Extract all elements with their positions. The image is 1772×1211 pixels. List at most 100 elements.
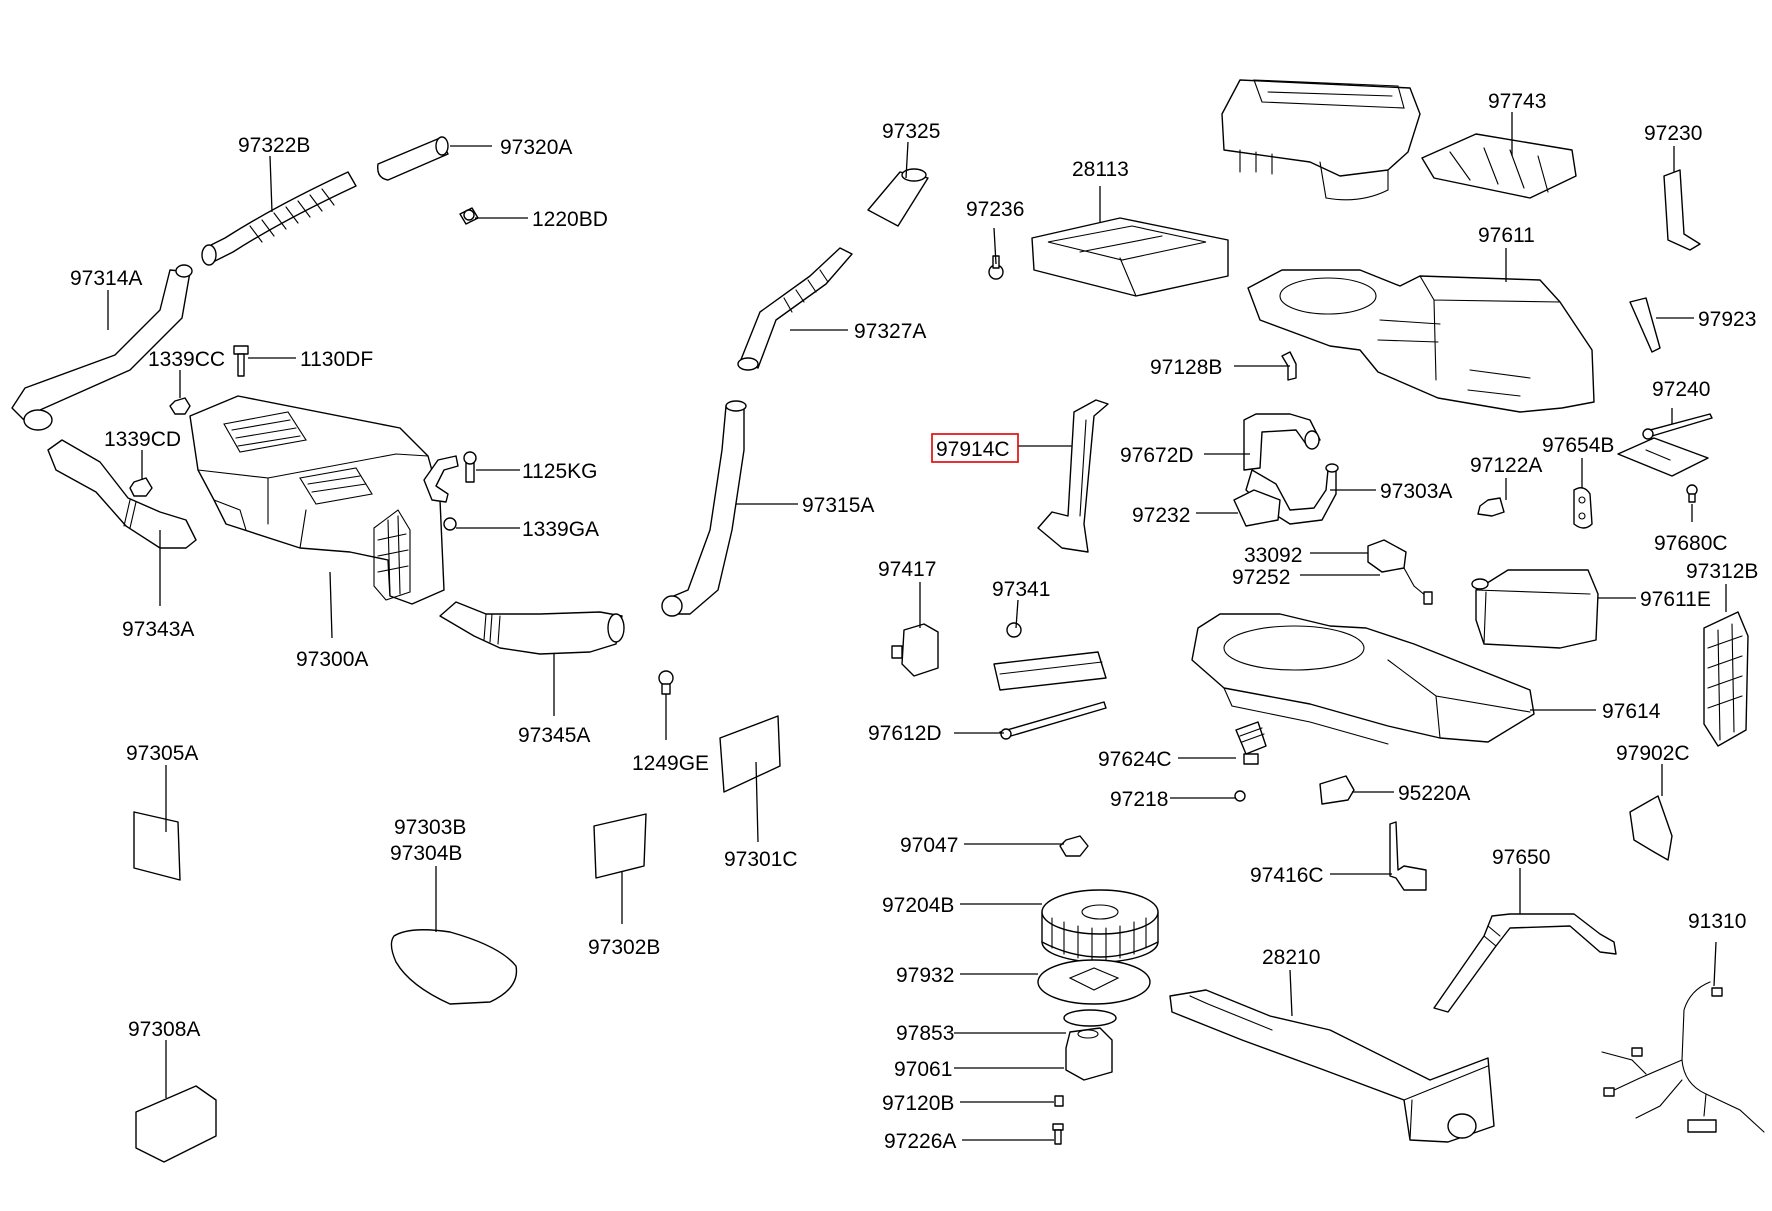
label-28113[interactable]: 28113: [1072, 158, 1129, 181]
label-97672D[interactable]: 97672D: [1120, 444, 1194, 467]
part-97302B-sheet[interactable]: [593, 813, 647, 879]
part-1220BD-clip[interactable]: [459, 207, 479, 225]
label-97327A[interactable]: 97327A: [854, 320, 926, 343]
part-97624C-resistor[interactable]: [1235, 721, 1267, 765]
label-97320A[interactable]: 97320A: [500, 136, 572, 159]
label-97047[interactable]: 97047: [900, 834, 958, 857]
part-97902C-bracket[interactable]: [1629, 795, 1673, 861]
label-95220A[interactable]: 95220A: [1398, 782, 1470, 805]
label-97654B[interactable]: 97654B: [1542, 434, 1614, 457]
part-97301C-sheet[interactable]: [719, 715, 781, 793]
part-97612D-rod[interactable]: [999, 701, 1107, 740]
label-97624C[interactable]: 97624C: [1098, 748, 1172, 771]
part-97226A-screw[interactable]: [1052, 1123, 1064, 1145]
part-97308A-block[interactable]: [135, 1085, 217, 1163]
part-97923-bracket[interactable]: [1629, 297, 1661, 353]
part-97120B-screw[interactable]: [1054, 1095, 1064, 1107]
label-97308A[interactable]: 97308A: [128, 1018, 200, 1041]
label-97122A[interactable]: 97122A: [1470, 454, 1542, 477]
part-97240-plate[interactable]: [1617, 437, 1709, 477]
part-97345A-duct[interactable]: [439, 601, 625, 655]
label-97611[interactable]: 97611: [1478, 224, 1535, 247]
label-97416C[interactable]: 97416C: [1250, 864, 1324, 887]
label-1220BD[interactable]: 1220BD: [532, 208, 608, 231]
part-97312B-duct[interactable]: [1703, 611, 1749, 747]
part-97650-hose[interactable]: [1433, 913, 1617, 1013]
label-97315A[interactable]: 97315A: [802, 494, 874, 517]
part-97061-motor[interactable]: [1065, 1027, 1113, 1081]
label-97914C[interactable]: 97914C: [936, 438, 1010, 461]
part-97314A-hose[interactable]: [11, 264, 193, 431]
label-97120B[interactable]: 97120B: [882, 1092, 954, 1115]
part-1339CD-nut[interactable]: [129, 477, 153, 497]
label-97303B[interactable]: 97303B: [394, 816, 466, 839]
label-1125KG[interactable]: 1125KG: [522, 460, 598, 483]
label-97853[interactable]: 97853: [896, 1022, 954, 1045]
label-97301C[interactable]: 97301C: [724, 848, 798, 871]
label-1249GE[interactable]: 1249GE: [632, 752, 709, 775]
label-97325[interactable]: 97325: [882, 120, 940, 143]
label-97305A[interactable]: 97305A: [126, 742, 198, 765]
label-97322B[interactable]: 97322B: [238, 134, 310, 157]
label-97923[interactable]: 97923: [1698, 308, 1756, 331]
part-97240-pin[interactable]: [1642, 413, 1713, 440]
part-blower-case-top[interactable]: [1221, 79, 1421, 201]
label-97304B[interactable]: 97304B: [390, 842, 462, 865]
label-97302B[interactable]: 97302B: [588, 936, 660, 959]
part-97305A-sheet[interactable]: [133, 811, 181, 881]
label-97230[interactable]: 97230: [1644, 122, 1702, 145]
part-91310-wiring[interactable]: [1601, 981, 1765, 1133]
part-97611E-core[interactable]: [1471, 569, 1599, 649]
part-97611-case[interactable]: [1247, 269, 1595, 413]
label-97743[interactable]: 97743: [1488, 90, 1546, 113]
label-1339CC[interactable]: 1339CC: [148, 348, 225, 371]
part-28210-duct[interactable]: [1169, 989, 1495, 1143]
part-97230-bracket[interactable]: [1663, 169, 1701, 251]
part-97853-gasket[interactable]: [1063, 1009, 1117, 1027]
label-1339CD[interactable]: 1339CD: [104, 428, 181, 451]
label-33092[interactable]: 33092: [1244, 544, 1302, 567]
part-97932-plate[interactable]: [1037, 959, 1151, 1005]
label-97650[interactable]: 97650: [1492, 846, 1550, 869]
label-97312B[interactable]: 97312B: [1686, 560, 1758, 583]
part-97218-screw[interactable]: [1234, 790, 1246, 802]
label-97612D[interactable]: 97612D: [868, 722, 942, 745]
label-97218[interactable]: 97218: [1110, 788, 1168, 811]
label-97061[interactable]: 97061: [894, 1058, 952, 1081]
part-97614-lower-case[interactable]: [1191, 613, 1535, 745]
label-97226A[interactable]: 97226A: [884, 1130, 956, 1153]
label-97932[interactable]: 97932: [896, 964, 954, 987]
part-97343A-hose[interactable]: [47, 439, 197, 549]
part-1125KG-pipe[interactable]: [423, 451, 477, 503]
label-97128B[interactable]: 97128B: [1150, 356, 1222, 379]
part-97304B-pad[interactable]: [390, 929, 518, 1005]
part-97122A-clip[interactable]: [1477, 497, 1505, 517]
label-97236[interactable]: 97236: [966, 198, 1024, 221]
label-91310[interactable]: 91310: [1688, 910, 1746, 933]
part-97047-nut[interactable]: [1059, 835, 1089, 857]
label-97345A[interactable]: 97345A: [518, 724, 590, 747]
label-97341[interactable]: 97341: [992, 578, 1050, 601]
label-28210[interactable]: 28210: [1262, 946, 1320, 969]
label-97232[interactable]: 97232: [1132, 504, 1190, 527]
label-97680C[interactable]: 97680C: [1654, 532, 1728, 555]
part-28113-filter[interactable]: [1031, 217, 1229, 297]
label-97252[interactable]: 97252: [1232, 566, 1290, 589]
label-97611E[interactable]: 97611E: [1640, 588, 1711, 611]
part-97416C-sensor[interactable]: [1389, 821, 1427, 891]
part-97914C-bracket[interactable]: [1037, 399, 1109, 553]
part-1339CC-nut[interactable]: [169, 397, 191, 415]
part-97743-bracket[interactable]: [1421, 133, 1577, 199]
part-97232-valve[interactable]: [1233, 489, 1281, 527]
part-97325-hose[interactable]: [867, 168, 929, 227]
part-1130DF-bolt[interactable]: [233, 345, 249, 377]
part-97327A-hose[interactable]: [737, 247, 853, 371]
part-97204B-fan[interactable]: [1041, 889, 1159, 963]
label-97343A[interactable]: 97343A: [122, 618, 194, 641]
part-97654B-grommet[interactable]: [1573, 487, 1593, 529]
label-97614[interactable]: 97614: [1602, 700, 1661, 723]
label-1130DF[interactable]: 1130DF: [300, 348, 373, 371]
part-1339GA-nut[interactable]: [443, 517, 457, 531]
label-1339GA[interactable]: 1339GA: [522, 518, 599, 541]
part-97680C-bolt[interactable]: [1686, 484, 1698, 503]
